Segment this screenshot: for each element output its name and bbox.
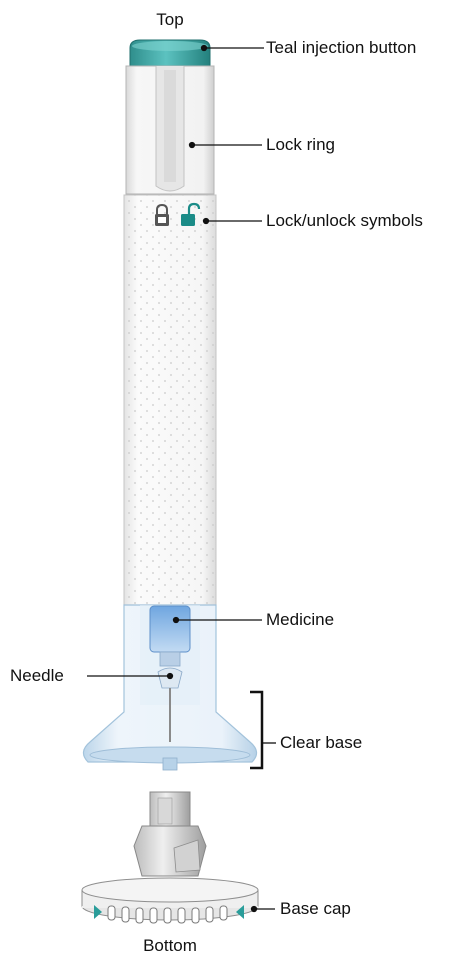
callout-medicine: Medicine [266,610,334,630]
callout-lock-symbols: Lock/unlock symbols [266,211,423,231]
callout-lock-ring: Lock ring [266,135,335,155]
callout-needle: Needle [10,666,64,686]
callout-injection-button: Teal injection button [266,38,416,58]
teal-injection-button [130,40,210,66]
callout-base-cap: Base cap [280,899,351,919]
base-cap [82,792,258,923]
lock-ring [126,66,214,194]
top-label: Top [140,10,200,30]
callout-clear-base: Clear base [280,733,362,753]
base-cap-grip-ridges [108,906,227,923]
injector-body [124,195,216,605]
bottom-label: Bottom [130,936,210,956]
